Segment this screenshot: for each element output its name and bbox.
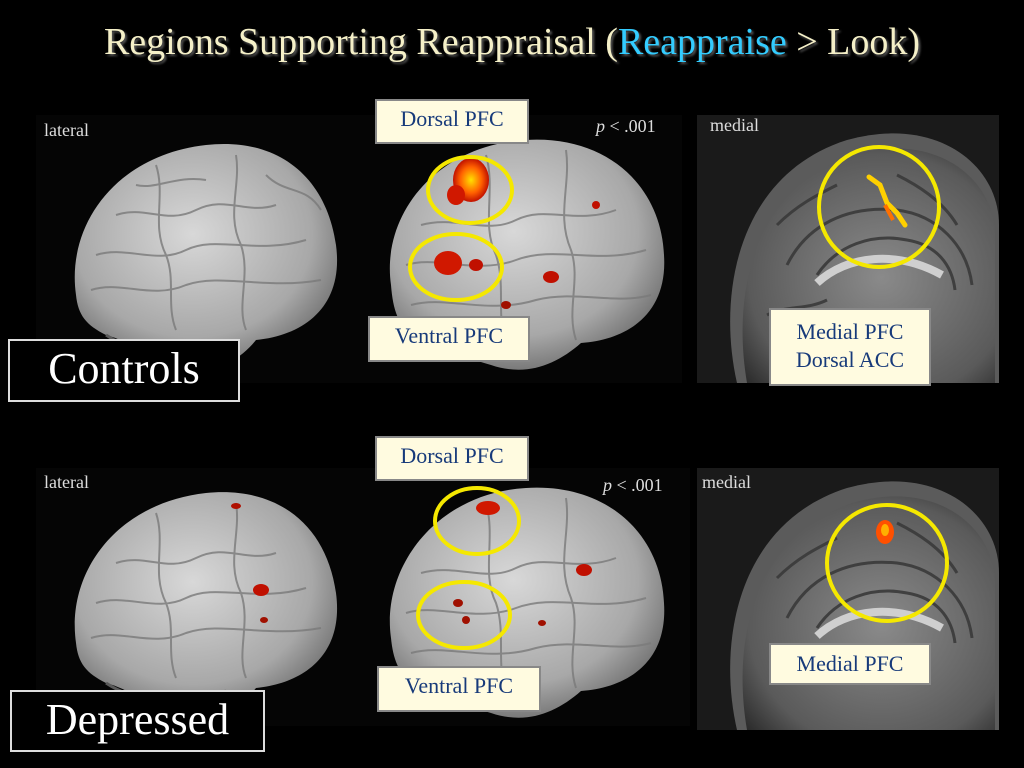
middle-brain-render bbox=[389, 139, 665, 370]
ventral-pfc-circle bbox=[416, 580, 512, 650]
middle-brain-render bbox=[389, 487, 665, 718]
controls-group-label: Controls bbox=[8, 339, 240, 402]
controls-dorsal-pfc-label: Dorsal PFC bbox=[375, 99, 529, 144]
depressed-lateral-panel bbox=[36, 468, 690, 726]
depressed-medial-pfc-label: Medial PFC bbox=[769, 643, 931, 685]
medial-mri-slice bbox=[730, 481, 999, 730]
controls-medial-pfc-label: Medial PFC Dorsal ACC bbox=[769, 308, 931, 386]
medial-pfc-circle bbox=[825, 503, 949, 623]
depressed-dorsal-pfc-label: Dorsal PFC bbox=[375, 436, 529, 481]
depressed-lateral-label: lateral bbox=[44, 472, 89, 492]
controls-p-value: p < .001 bbox=[596, 116, 656, 136]
depressed-ventral-pfc-label: Ventral PFC bbox=[377, 666, 541, 712]
medial-line-1: Medial PFC bbox=[796, 319, 904, 344]
ventral-pfc-circle bbox=[408, 232, 504, 302]
depressed-p-value: p < .001 bbox=[603, 475, 663, 495]
depressed-group-label: Depressed bbox=[10, 690, 265, 752]
left-brain-render bbox=[74, 143, 338, 370]
dorsal-pfc-circle bbox=[433, 486, 521, 556]
controls-medial-label: medial bbox=[710, 115, 759, 135]
slide-title: Regions Supporting Reappraisal (Reapprai… bbox=[103, 21, 921, 63]
controls-lateral-panel bbox=[36, 115, 682, 383]
depressed-medial-label: medial bbox=[702, 472, 751, 492]
left-brain-render bbox=[74, 492, 338, 717]
controls-lateral-label: lateral bbox=[44, 120, 89, 140]
medial-line-2: Dorsal ACC bbox=[795, 347, 905, 372]
dorsal-pfc-circle bbox=[426, 155, 514, 225]
controls-ventral-pfc-label: Ventral PFC bbox=[368, 316, 530, 362]
medial-pfc-circle bbox=[817, 145, 941, 269]
depressed-medial-panel bbox=[697, 468, 999, 730]
